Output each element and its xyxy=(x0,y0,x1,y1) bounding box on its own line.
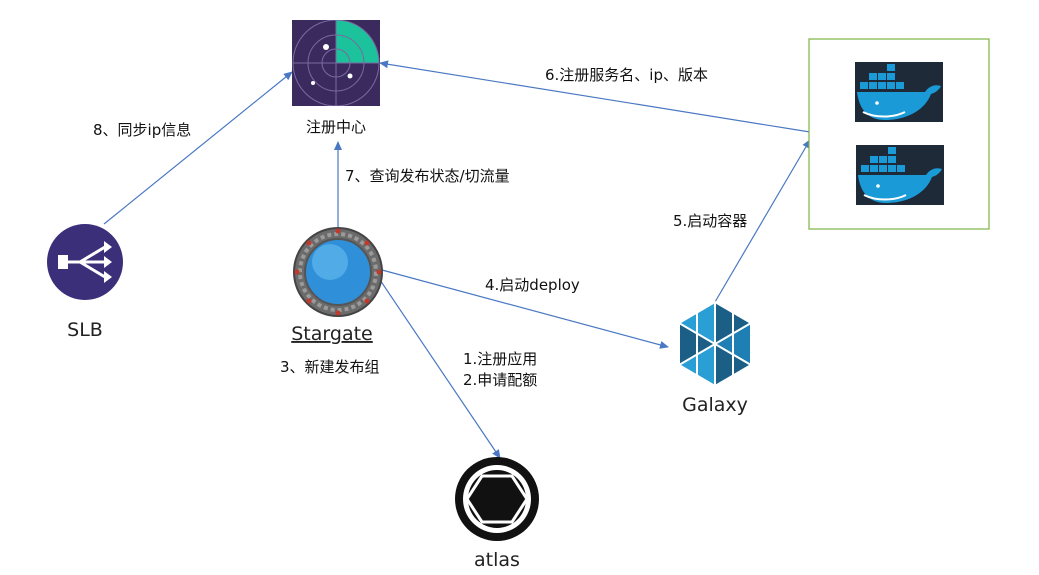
edge-label-sync-ip: 8、同步ip信息 xyxy=(93,121,191,139)
edge-galaxy-to-containers xyxy=(714,139,811,303)
edge-label-start-container: 5.启动容器 xyxy=(673,212,747,230)
edge-label-apply-quota: 2.申请配额 xyxy=(463,371,537,389)
atlas-node: atlas xyxy=(455,457,539,571)
edge-stargate-to-galaxy xyxy=(381,269,669,349)
slb-node: SLB xyxy=(47,224,123,341)
edge-slb-to-registry xyxy=(103,71,293,225)
edge-stargate-to-atlas xyxy=(379,279,501,459)
edge-label-register-service: 6.注册服务名、ip、版本 xyxy=(545,66,708,84)
radar-icon xyxy=(292,20,380,106)
container-group xyxy=(808,38,990,230)
edge-label-start-deploy: 4.启动deploy xyxy=(485,276,580,294)
edge-containers-to-registry xyxy=(379,60,811,133)
docker-icon xyxy=(856,145,944,205)
galaxy-node: Galaxy xyxy=(678,300,752,416)
atlas-label: atlas xyxy=(474,549,520,571)
stargate-label: Stargate xyxy=(291,323,372,345)
galaxy-hexagon-icon xyxy=(678,300,752,388)
edge-label-register-app: 1.注册应用 xyxy=(463,350,537,368)
slb-label: SLB xyxy=(67,319,103,341)
stargate-node: Stargate xyxy=(291,227,383,345)
edge-label-query-status: 7、查询发布状态/切流量 xyxy=(345,167,510,185)
galaxy-label: Galaxy xyxy=(682,394,748,416)
docker-icon xyxy=(855,62,943,122)
registry-node: 注册中心 xyxy=(292,20,380,136)
load-balancer-arrows-icon xyxy=(63,245,106,279)
registry-label: 注册中心 xyxy=(306,118,366,136)
stargate-chevrons-icon xyxy=(294,228,382,316)
edge-label-new-group: 3、新建发布组 xyxy=(280,358,380,376)
